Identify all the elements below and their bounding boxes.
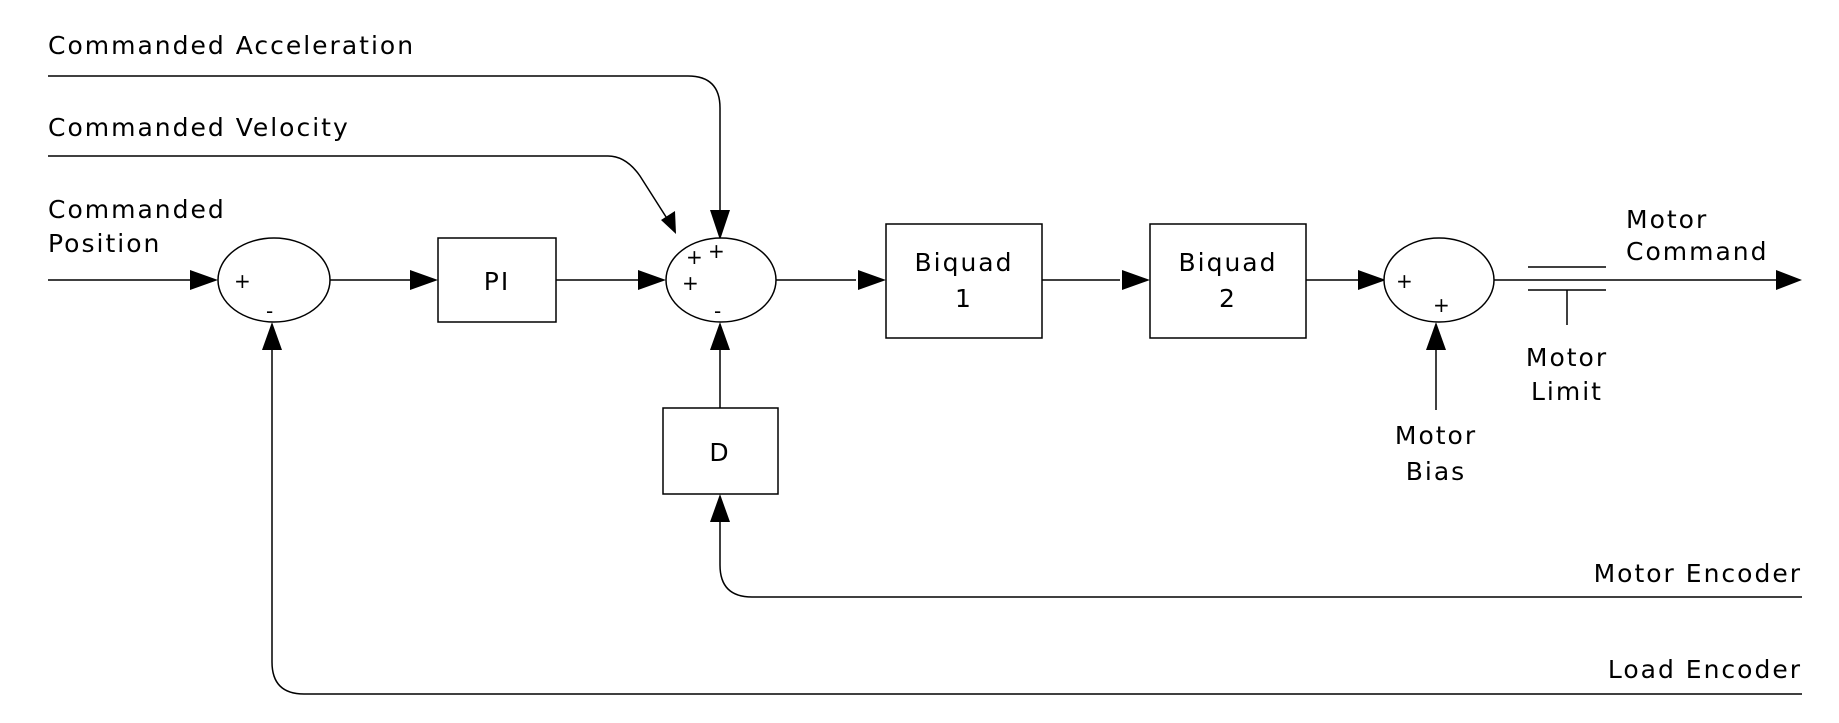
sum2-plus-pi: + [682,271,699,295]
motor-bias-label-line1: Motor [1395,421,1477,450]
sum-junction-2 [665,237,777,323]
commanded-position-label-line1: Commanded [48,195,226,224]
motor-limit-label-line1: Motor [1526,343,1608,372]
commanded-velocity-label: Commanded Velocity [48,113,350,142]
arrow-bias-into-sum3 [1426,322,1446,350]
biquad1-block [885,223,1043,339]
arrow-load-into-sum1 [262,322,282,350]
sum-junction-3 [1383,237,1495,323]
pi-block [437,237,557,323]
signal-lines [48,75,1802,695]
arrow-into-sum2-left [638,270,666,290]
sum1-plus: + [234,269,251,293]
sum-junction-1 [217,237,331,323]
motor-encoder-label: Motor Encoder [1594,559,1802,588]
pi-label: PI [484,267,510,296]
sum3-plus-bottom: + [1433,293,1450,317]
motor-limit-symbol [1528,266,1606,325]
arrow-into-biquad1 [858,270,886,290]
commanded-acceleration-label: Commanded Acceleration [48,31,415,60]
d-label: D [709,438,730,467]
load-encoder-line [271,350,1802,695]
arrow-into-sum1 [190,270,218,290]
motor-command-label-line1: Motor [1626,205,1708,234]
acceleration-line [48,75,721,212]
arrow-acceleration [710,210,730,240]
load-encoder-label: Load Encoder [1608,655,1802,684]
motor-command-label-line2: Command [1626,237,1769,266]
biquad1-label-line1: Biquad [915,248,1014,277]
motor-bias-label-line2: Bias [1406,457,1466,486]
arrow-d-into-sum2 [710,322,730,350]
motor-encoder-line [719,522,1802,598]
sum2-plus-acceleration: + [708,239,725,263]
arrow-into-sum3 [1358,270,1386,290]
arrow-motor-command [1776,270,1802,290]
sum1-minus: - [266,299,273,323]
arrowheads [190,210,1802,522]
biquad2-label-line2: 2 [1219,284,1237,313]
biquad2-block [1149,223,1307,339]
sum2-minus: - [714,299,721,323]
commanded-position-label-line2: Position [48,229,161,258]
sum3-plus-left: + [1396,269,1413,293]
velocity-line [48,155,669,221]
d-block [662,407,779,495]
biquad1-label-line2: 1 [955,284,973,313]
arrow-velocity [661,211,676,234]
motor-limit-label-line2: Limit [1531,377,1603,406]
arrow-into-pi [410,270,438,290]
arrow-into-d [710,494,730,522]
arrow-into-biquad2 [1122,270,1150,290]
biquad2-label-line1: Biquad [1179,248,1278,277]
sum2-plus-velocity: + [686,245,703,269]
